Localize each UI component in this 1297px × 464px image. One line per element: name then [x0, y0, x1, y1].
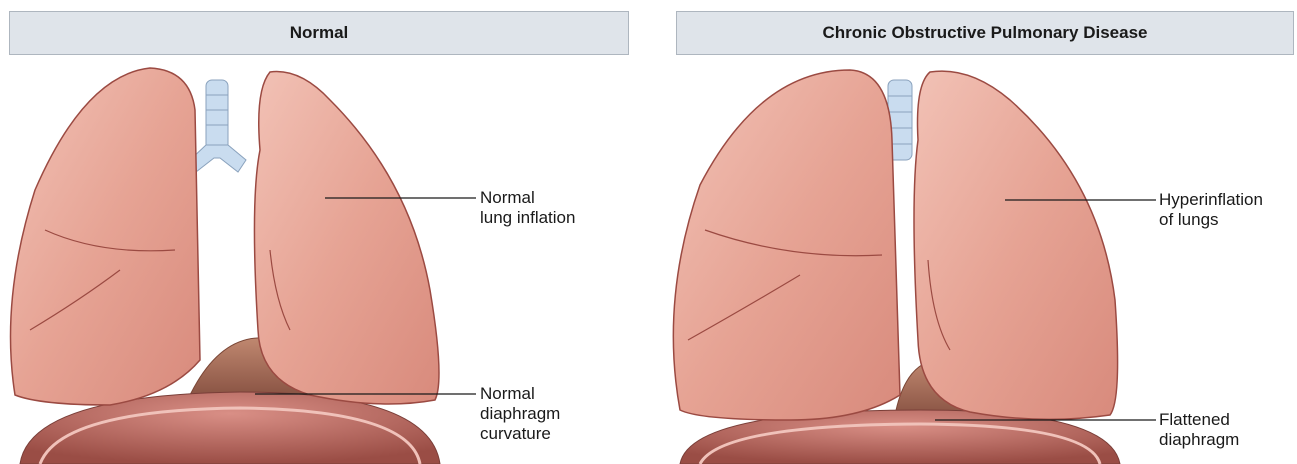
right-lung: [11, 68, 201, 405]
right-lung: [673, 70, 900, 420]
label-flattened-diaphragm: Flattened diaphragm: [1159, 410, 1239, 450]
normal-panel: Normal Normal lung inflation Normal diap…: [0, 0, 640, 464]
label-normal-lung-inflation: Normal lung inflation: [480, 188, 575, 228]
left-lung: [254, 72, 439, 404]
trachea: [190, 80, 246, 172]
label-hyperinflation-of-lungs: Hyperinflation of lungs: [1159, 190, 1263, 230]
panel-title-normal: Normal: [9, 11, 629, 55]
left-lung: [914, 71, 1118, 419]
label-normal-diaphragm-curvature: Normal diaphragm curvature: [480, 384, 560, 444]
copd-panel: Chronic Obstructive Pulmonary Disease Hy…: [660, 0, 1297, 464]
copd-lungs-illustration: [660, 0, 1297, 464]
panel-title-copd: Chronic Obstructive Pulmonary Disease: [676, 11, 1294, 55]
